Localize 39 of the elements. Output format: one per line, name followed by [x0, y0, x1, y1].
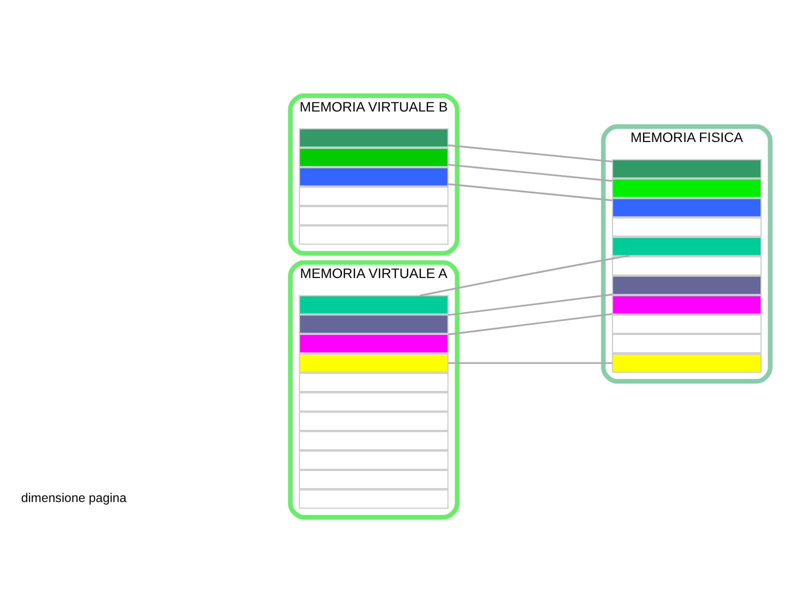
node-bar: [612, 333, 762, 353]
node-bar: [612, 236, 762, 256]
cluster: MEMORIA VIRTUALE B: [288, 92, 460, 256]
node-bar: [298, 469, 449, 489]
node-bar: [612, 197, 762, 217]
connector: [448, 144, 612, 162]
node-bar: [298, 147, 449, 167]
node-bar: [298, 333, 449, 353]
connector: [448, 362, 612, 364]
node-bar: [612, 314, 762, 334]
node-bar: [612, 256, 762, 276]
connector: [420, 254, 630, 296]
node-bar: [298, 411, 449, 431]
node-bar: [612, 158, 762, 178]
connector: [448, 293, 612, 316]
node-bar: [298, 488, 449, 508]
node-bar: [298, 392, 449, 412]
node-bar: [298, 450, 449, 470]
node-bar: [298, 314, 449, 334]
node-bar: [298, 430, 449, 450]
node-bar: [612, 178, 762, 198]
node-bar: [298, 372, 449, 392]
node-bar: [298, 186, 449, 206]
label: dimensione pagina: [21, 490, 126, 505]
node-bar: [298, 166, 449, 186]
node-bar: [612, 294, 762, 314]
cluster: MEMORIA VIRTUALE A: [288, 260, 460, 520]
node-bar: [612, 352, 762, 372]
node-bar: [298, 205, 449, 225]
connector: [448, 312, 612, 335]
node-bar: [298, 128, 449, 148]
connector: [448, 163, 612, 182]
connector: [448, 182, 612, 201]
cluster: MEMORIA FISICA: [601, 124, 772, 384]
node-bar: [612, 216, 762, 236]
node-bar: [612, 275, 762, 295]
node-bar: [298, 352, 449, 372]
node-bar: [298, 224, 449, 244]
node-bar: [298, 294, 449, 314]
